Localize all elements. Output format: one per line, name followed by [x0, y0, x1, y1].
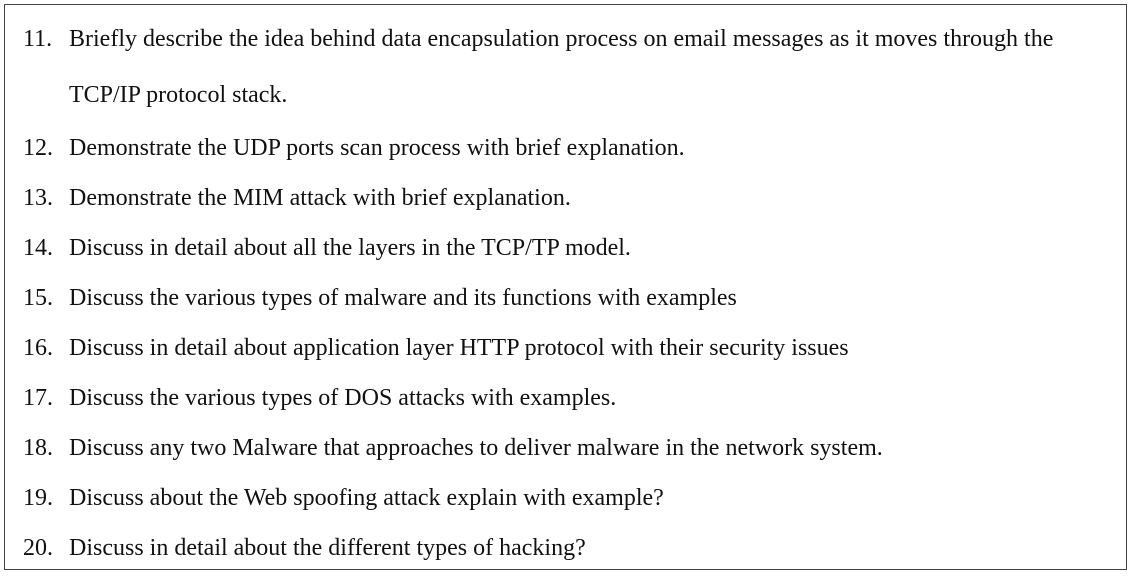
- question-text: Demonstrate the MIM attack with brief ex…: [69, 185, 571, 211]
- question-number: 13.: [23, 185, 53, 211]
- question-text: Discuss in detail about application laye…: [69, 335, 849, 361]
- question-item: 13. Demonstrate the MIM attack with brie…: [23, 173, 1118, 223]
- question-box: 11. Briefly describe the idea behind dat…: [4, 4, 1127, 570]
- question-number: 11.: [23, 26, 53, 52]
- question-text: Discuss about the Web spoofing attack ex…: [69, 485, 664, 511]
- question-text: Briefly describe the idea behind data en…: [69, 26, 1054, 108]
- question-text: Discuss any two Malware that approaches …: [69, 435, 883, 461]
- question-list: 11. Briefly describe the idea behind dat…: [23, 11, 1118, 573]
- question-number: 12.: [23, 135, 53, 161]
- question-text: Discuss the various types of DOS attacks…: [69, 385, 617, 411]
- question-item: 14. Discuss in detail about all the laye…: [23, 223, 1118, 273]
- question-number: 16.: [23, 335, 53, 361]
- question-text: Demonstrate the UDP ports scan process w…: [69, 135, 685, 161]
- question-item: 16. Discuss in detail about application …: [23, 323, 1118, 373]
- question-number: 15.: [23, 285, 53, 311]
- question-number: 19.: [23, 485, 53, 511]
- question-item: 18. Discuss any two Malware that approac…: [23, 423, 1118, 473]
- question-number: 14.: [23, 235, 53, 261]
- question-text: Discuss in detail about all the layers i…: [69, 235, 631, 261]
- question-item: 17. Discuss the various types of DOS att…: [23, 373, 1118, 423]
- question-item: 11. Briefly describe the idea behind dat…: [23, 11, 1118, 123]
- question-number: 20.: [23, 535, 53, 561]
- question-text: Discuss in detail about the different ty…: [69, 535, 586, 561]
- question-item: 20. Discuss in detail about the differen…: [23, 523, 1118, 573]
- question-number: 17.: [23, 385, 53, 411]
- question-item: 19. Discuss about the Web spoofing attac…: [23, 473, 1118, 523]
- question-text: Discuss the various types of malware and…: [69, 285, 737, 311]
- question-number: 18.: [23, 435, 53, 461]
- question-item: 15. Discuss the various types of malware…: [23, 273, 1118, 323]
- question-item: 12. Demonstrate the UDP ports scan proce…: [23, 123, 1118, 173]
